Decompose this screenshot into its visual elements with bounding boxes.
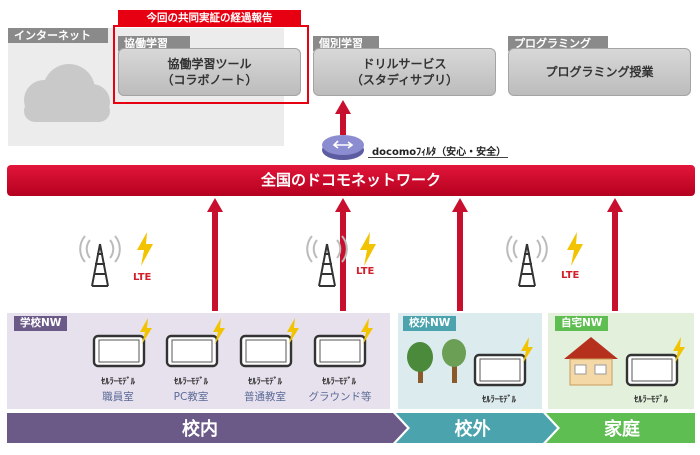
lte-tower-icon bbox=[306, 235, 348, 287]
arrow-up-school-head bbox=[207, 198, 223, 212]
tablet-icon bbox=[473, 337, 533, 387]
docomo-filter-label: docomoﾌｨﾙﾀ（安心・安全） bbox=[372, 147, 507, 158]
room-label-classroom: 普通教室 bbox=[244, 391, 286, 403]
device-label: ｾﾙﾗｰﾓﾃﾞﾙ bbox=[321, 377, 356, 387]
tablet-icon bbox=[625, 337, 685, 387]
arrow-up-home-head bbox=[607, 198, 623, 212]
device-label: ｾﾙﾗｰﾓﾃﾞﾙ bbox=[481, 395, 516, 405]
outside-nw-label: 校外NW bbox=[403, 316, 457, 331]
lte-label: LTE bbox=[561, 270, 580, 281]
bar-inside-school: 校内 bbox=[182, 419, 218, 440]
school-nw-label: 学校NW bbox=[14, 316, 68, 331]
arrow-up-school2-head bbox=[335, 198, 351, 212]
lightning-icon bbox=[567, 232, 583, 266]
router-icon bbox=[322, 135, 364, 160]
collab-tool-name: 協働学習ツール bbox=[167, 57, 252, 71]
arrow-up-filter-head bbox=[335, 100, 351, 114]
lte-label: LTE bbox=[356, 266, 375, 277]
lte-tower-icon bbox=[79, 235, 121, 287]
category-individual: 個別学習 bbox=[313, 36, 379, 51]
tablet-icon bbox=[92, 318, 152, 368]
arrow-up-outside-head bbox=[452, 198, 468, 212]
arrow-up-school-shaft bbox=[212, 211, 218, 311]
drill-service-name: ドリルサービス bbox=[362, 57, 447, 71]
room-label-pc: PC教室 bbox=[173, 391, 209, 403]
arrow-up-outside-shaft bbox=[457, 211, 463, 311]
tablet-icon bbox=[239, 318, 299, 368]
home-nw-label: 自宅NW bbox=[555, 316, 609, 331]
tree-icon bbox=[407, 339, 466, 383]
internet-label: インターネット bbox=[8, 28, 108, 43]
tablet-icon bbox=[313, 318, 373, 368]
location-chevron-bar bbox=[7, 413, 695, 443]
device-label: ｾﾙﾗｰﾓﾃﾞﾙ bbox=[100, 377, 135, 387]
arrow-up-home-shaft bbox=[612, 211, 618, 311]
lightning-icon bbox=[360, 232, 376, 266]
device-label: ｾﾙﾗｰﾓﾃﾞﾙ bbox=[633, 395, 668, 405]
arrow-up-filter-shaft bbox=[340, 113, 346, 135]
room-label-staff: 職員室 bbox=[102, 391, 134, 403]
drill-service-box[interactable]: ドリルサービス （スタディサプリ） bbox=[313, 48, 496, 96]
collab-tool-product: （コラボノート） bbox=[161, 73, 258, 87]
collab-tool-box[interactable]: 協働学習ツール （コラボノート） bbox=[118, 48, 301, 96]
report-tag: 今回の共同実証の経過報告 bbox=[118, 10, 301, 27]
programming-box[interactable]: プログラミング授業 bbox=[508, 48, 691, 96]
category-collab: 協働学習 bbox=[118, 36, 190, 51]
lightning-icon bbox=[137, 232, 153, 266]
device-label: ｾﾙﾗｰﾓﾃﾞﾙ bbox=[247, 377, 282, 387]
docomo-network-band: 全国のドコモネットワーク bbox=[7, 165, 695, 196]
room-label-ground: グラウンド等 bbox=[308, 391, 372, 403]
bar-outside-school: 校外 bbox=[454, 419, 491, 440]
tablet-icon bbox=[165, 318, 225, 368]
programming-name: プログラミング授業 bbox=[545, 65, 654, 79]
bar-home: 家庭 bbox=[604, 419, 640, 440]
lte-tower-icon bbox=[506, 235, 548, 287]
cloud-icon bbox=[24, 64, 110, 122]
device-label: ｾﾙﾗｰﾓﾃﾞﾙ bbox=[173, 377, 208, 387]
lte-label: LTE bbox=[133, 272, 152, 283]
category-programming: プログラミング bbox=[508, 36, 608, 51]
house-icon bbox=[564, 337, 618, 386]
filter-underline bbox=[368, 157, 508, 158]
drill-service-product: （スタディサプリ） bbox=[350, 73, 459, 87]
